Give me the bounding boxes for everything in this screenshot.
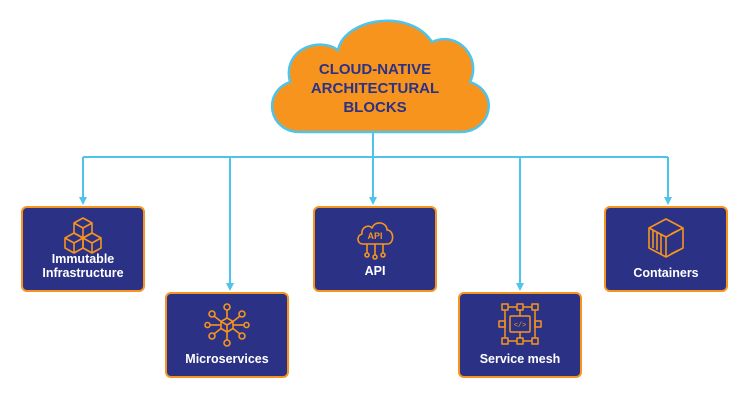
hub-network-icon bbox=[204, 303, 250, 347]
code-icon-text: </> bbox=[514, 322, 527, 330]
block-service-mesh: </> Service mesh bbox=[458, 292, 582, 378]
api-icon-text: API bbox=[367, 231, 382, 241]
block-containers: Containers bbox=[604, 206, 728, 292]
connectors bbox=[79, 132, 672, 291]
container-box-icon bbox=[648, 218, 684, 258]
title-line: ARCHITECTURAL bbox=[310, 80, 440, 97]
title-line: BLOCKS bbox=[343, 99, 407, 116]
diagram-title: CLOUD-NATIVE ARCHITECTURAL BLOCKS bbox=[290, 60, 460, 117]
mesh-grid-icon: </> bbox=[498, 303, 542, 345]
block-label: API bbox=[364, 264, 386, 278]
api-cloud-icon: API bbox=[357, 222, 394, 260]
block-label: Immutable Infrastructure bbox=[42, 252, 124, 280]
cloud-shape bbox=[270, 19, 490, 134]
block-label: Containers bbox=[633, 266, 699, 280]
block-label: Service mesh bbox=[479, 352, 561, 366]
cubes-icon bbox=[64, 217, 102, 254]
title-line: CLOUD-NATIVE bbox=[318, 61, 432, 78]
block-immutable-infrastructure: Immutable Infrastructure bbox=[21, 206, 145, 292]
block-api: API API bbox=[313, 206, 437, 292]
block-label: Microservices bbox=[185, 352, 269, 366]
block-microservices: Microservices bbox=[165, 292, 289, 378]
